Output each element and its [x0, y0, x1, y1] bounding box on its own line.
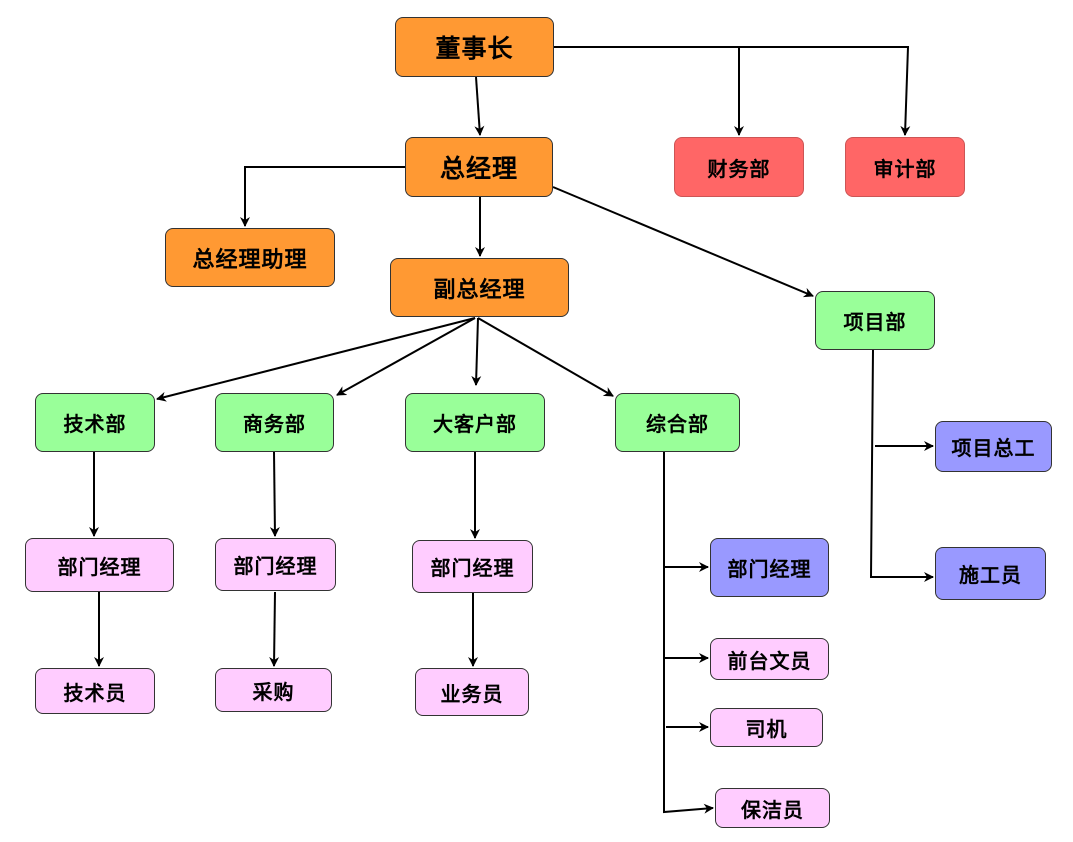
connector [554, 46, 911, 136]
node-project-dept: 项目部 [815, 291, 935, 350]
node-deputy-gm: 副总经理 [390, 258, 569, 317]
connector [240, 166, 405, 227]
node-audit: 审计部 [845, 137, 965, 197]
node-cleaner: 保洁员 [715, 788, 830, 828]
node-technician: 技术员 [35, 668, 155, 714]
node-business-manager: 部门经理 [215, 538, 336, 591]
node-receptionist: 前台文员 [710, 638, 829, 680]
connector [471, 317, 482, 386]
connector [269, 451, 280, 537]
node-purchasing: 采购 [215, 668, 332, 712]
node-general-affairs-manager: 部门经理 [710, 538, 829, 597]
connector [156, 317, 476, 402]
connector [552, 186, 814, 298]
node-tech-dept: 技术部 [35, 393, 155, 452]
node-general-manager: 总经理 [405, 137, 553, 197]
connector [269, 591, 280, 667]
node-gm-assistant: 总经理助理 [165, 228, 335, 287]
node-business-dept: 商务部 [215, 393, 334, 452]
connector [663, 452, 714, 814]
node-salesperson: 业务员 [415, 668, 529, 716]
node-general-affairs-dept: 综合部 [615, 393, 740, 452]
node-chairman: 董事长 [395, 17, 554, 77]
node-tech-manager: 部门经理 [25, 538, 174, 592]
connector [336, 317, 476, 396]
connector [869, 349, 934, 582]
node-constructor: 施工员 [935, 547, 1046, 600]
node-key-account-manager: 部门经理 [412, 540, 533, 593]
connector [474, 76, 485, 136]
node-finance: 财务部 [674, 137, 804, 197]
connector [477, 317, 614, 397]
node-project-chief-engineer: 项目总工 [935, 421, 1052, 472]
node-key-account-dept: 大客户部 [405, 393, 545, 452]
node-driver: 司机 [710, 708, 823, 747]
